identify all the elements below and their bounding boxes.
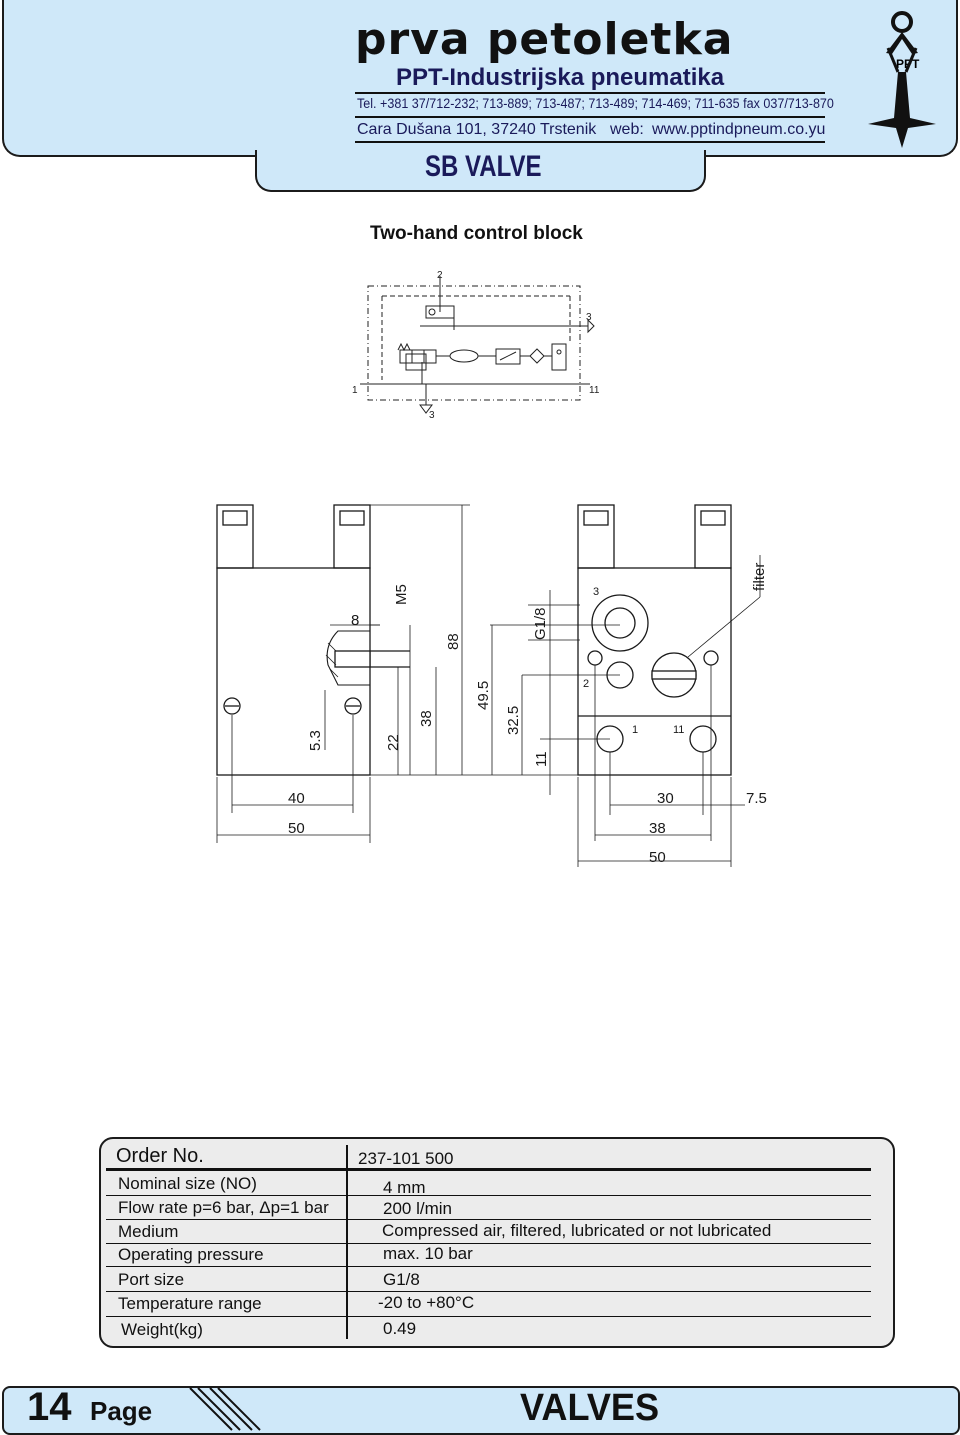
document-title: SB VALVE	[425, 150, 542, 183]
port-label: 3	[593, 586, 599, 598]
dimension-label: 50	[649, 849, 666, 866]
dimension-label: 8	[351, 612, 359, 629]
web-address: www.pptindpneum.co.yu	[652, 121, 826, 138]
spec-value: G1/8	[383, 1270, 420, 1289]
spec-value: 4 mm	[383, 1178, 426, 1197]
title-tab-joint	[257, 148, 700, 158]
table-rule	[106, 1195, 871, 1197]
dimension-label: 38	[649, 820, 666, 837]
table-rule	[106, 1243, 871, 1245]
dimension-label: 40	[288, 790, 305, 807]
order-label: Order No.	[116, 1145, 204, 1167]
spec-label: Temperature range	[118, 1294, 262, 1313]
schematic-port-label: 3	[429, 410, 435, 421]
dimension-label: 32.5	[505, 706, 522, 735]
table-rule	[106, 1266, 871, 1268]
header-rule	[355, 141, 825, 143]
spec-value: Compressed air, filtered, lubricated or …	[382, 1221, 772, 1240]
page-label: Page	[90, 1396, 153, 1426]
spec-label: Operating pressure	[118, 1245, 264, 1264]
section-title: Two-hand control block	[370, 223, 583, 244]
dimension-label: 5.3	[307, 730, 324, 751]
dimension-label: G1/8	[532, 607, 549, 640]
table-rule	[106, 1219, 871, 1221]
header-rule	[355, 92, 825, 94]
dimension-label: 11	[533, 751, 550, 767]
web-label: web:	[610, 121, 644, 138]
page-header	[2, 0, 958, 157]
spec-table	[99, 1137, 895, 1348]
schematic-port-label: 2	[437, 270, 443, 281]
brand-name: prva petoletka	[355, 14, 734, 65]
spec-label: Port size	[118, 1270, 185, 1289]
table-rule	[106, 1168, 871, 1171]
footer-stripes	[189, 1387, 261, 1431]
company-logo: PPT	[868, 11, 936, 148]
spec-label: Weight(kg)	[121, 1320, 203, 1339]
port-label: 2	[583, 678, 589, 690]
address: Cara Dušana 101, 37240 Trstenik	[357, 121, 597, 138]
port-label: 11	[673, 724, 684, 736]
order-number: 237-101 500	[358, 1149, 454, 1168]
company-subtitle: PPT-Industrijska pneumatika	[396, 64, 725, 91]
spec-value: 200 l/min	[383, 1199, 452, 1218]
dimension-label: 49.5	[475, 681, 492, 710]
spec-label: Nominal size (NO)	[118, 1174, 257, 1193]
dimension-label: 30	[657, 790, 674, 807]
dimension-label: M5	[393, 584, 410, 605]
schematic-port-label: 3	[586, 312, 592, 323]
phone-line: Tel. +381 37/712-232; 713-889; 713-487; …	[357, 96, 834, 111]
spec-value: max. 10 bar	[383, 1244, 473, 1263]
table-rule	[106, 1291, 871, 1293]
spec-label: Flow rate p=6 bar, Δp=1 bar	[118, 1198, 329, 1217]
page-number: 14	[27, 1385, 72, 1429]
dimension-label: 50	[288, 820, 305, 837]
filter-label: filter	[751, 563, 768, 591]
schematic-port-label: 1	[352, 385, 358, 396]
header-rule	[355, 116, 825, 118]
page-footer	[2, 1386, 960, 1435]
technical-drawing: 8 M5 88 49.5 32.5 38 22 5.3 G1/8 11 40 5…	[216, 504, 768, 867]
schematic-port-label: 11	[589, 385, 600, 396]
spec-value: 0.49	[383, 1319, 417, 1338]
spec-label: Medium	[118, 1222, 179, 1241]
spec-value: -20 to +80°C	[378, 1293, 475, 1312]
dimension-label: 88	[445, 633, 462, 650]
dimension-label: 7.5	[746, 790, 767, 807]
column-divider	[346, 1145, 348, 1339]
footer-section: VALVES	[520, 1387, 660, 1429]
dimension-label: 22	[385, 734, 402, 751]
dimension-label: 38	[418, 710, 435, 727]
pneumatic-schematic: 2 3 1 11 3	[352, 270, 600, 421]
port-label: 1	[632, 724, 638, 736]
table-rule	[106, 1316, 871, 1318]
